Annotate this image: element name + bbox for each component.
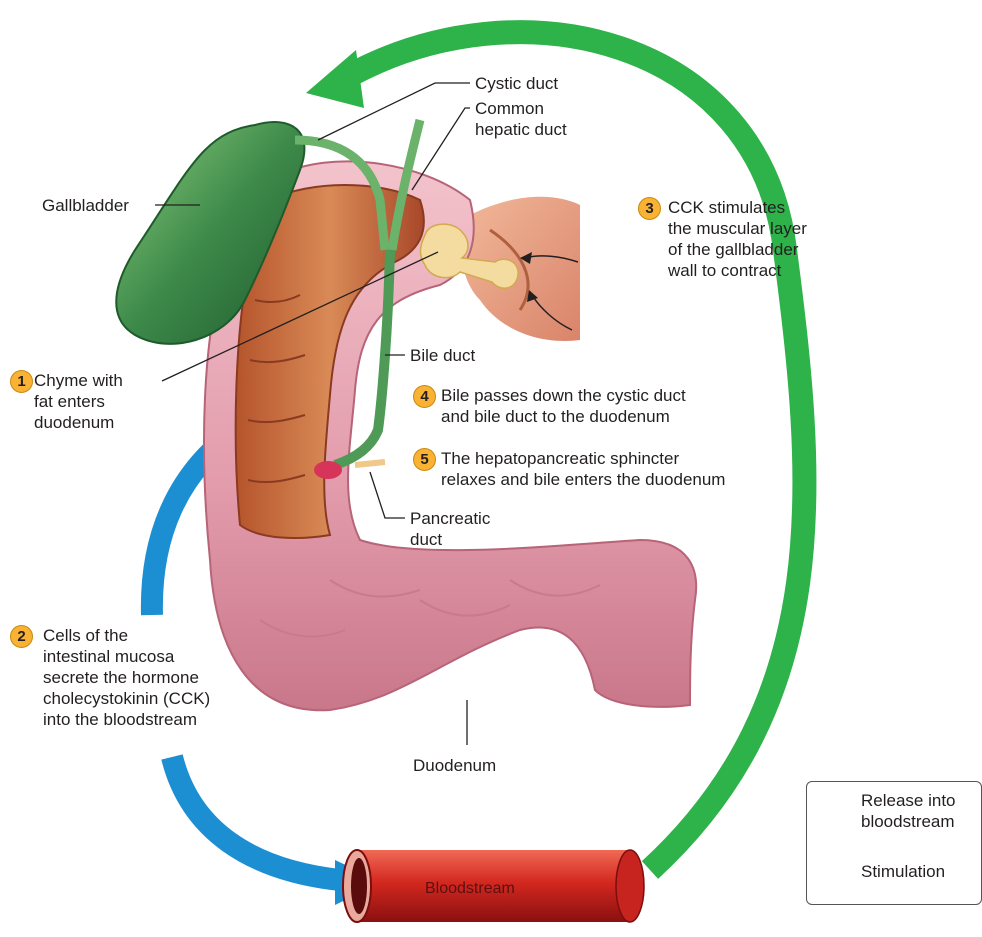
step-3-text: CCK stimulates the muscular layer of the…	[668, 197, 807, 281]
step-5-badge: 5	[413, 448, 436, 471]
step-2-badge: 2	[10, 625, 33, 648]
common-hepatic-duct-label: Common hepatic duct	[475, 98, 567, 140]
step-4-badge: 4	[413, 385, 436, 408]
step-3-badge: 3	[638, 197, 661, 220]
pancreatic-duct-label: Pancreatic duct	[410, 508, 490, 550]
bloodstream-label: Bloodstream	[425, 880, 515, 898]
step-5-text: The hepatopancreatic sphincter relaxes a…	[441, 448, 725, 490]
bile-duct-label: Bile duct	[410, 345, 475, 366]
step-1-badge: 1	[10, 370, 33, 393]
legend: Release into bloodstream Stimulation	[806, 781, 982, 905]
step-1-text: Chyme with fat enters duodenum	[34, 370, 123, 433]
duodenum-label: Duodenum	[413, 755, 496, 776]
legend-release-label: Release into bloodstream	[861, 790, 956, 832]
gallbladder-label: Gallbladder	[42, 195, 129, 216]
step-4-text: Bile passes down the cystic duct and bil…	[441, 385, 686, 427]
cystic-duct-label: Cystic duct	[475, 73, 558, 94]
step-2-text: Cells of the intestinal mucosa secrete t…	[43, 625, 210, 730]
legend-stimulation-label: Stimulation	[861, 861, 945, 882]
